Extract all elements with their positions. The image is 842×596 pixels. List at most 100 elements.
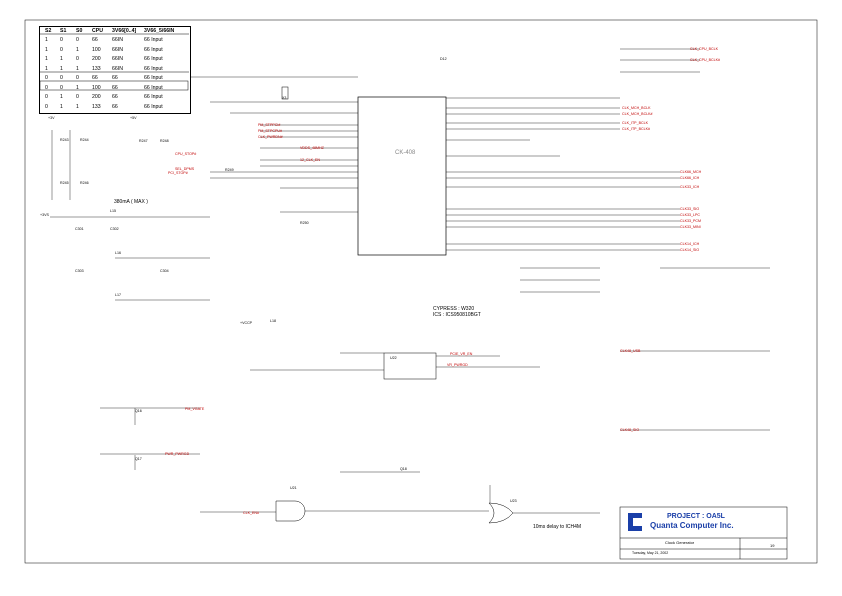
header-cpu: CPU [92,28,103,34]
sheet-number: 19 [770,543,775,548]
net-label: VR_PWRGD [447,363,468,367]
table-cell: 66 [112,75,118,81]
table-cell: 1 [76,46,79,53]
net-label: CLK_MCH_BCLK# [622,112,653,116]
net-label: PM_STPPCI# [258,123,281,127]
net-label: CLK33_SIO [680,207,700,211]
net-label: CLK_PWRDN# [258,135,283,139]
table-cell: 66IN [112,37,123,43]
net-label: CLK_CPU_BCLK [690,47,718,51]
table-cell: 66 [112,84,118,91]
part-ref: C302 [110,227,119,231]
voltage-label: +5V [130,116,137,120]
table-header-row: S2 S1 S0 CPU 3V66[0..4] 3V66_5/66IN [40,27,190,36]
table-cell: 66 Input [144,94,163,100]
table-cell: 0 [45,84,48,91]
voltage-label: +3VS [40,213,49,217]
part-ref: L17 [115,293,121,297]
company-name: Quanta Computer Inc. [650,521,734,530]
table-row: 0 0 1 100 66 66 Input [40,84,190,93]
net-label: CLK_CPU_BCLK# [690,58,720,62]
net-label: CLK33_PCM [680,219,701,223]
max-current-note: 380mA ( MAX ) [114,199,148,205]
table-cell: 66 Input [144,103,163,110]
table-cell: 66 Input [144,46,163,53]
part-ref: R243 [60,138,69,142]
net-label: CLK66_ICH [680,176,700,180]
table-cell: 0 [60,75,63,81]
table-cell: 1 [60,94,63,100]
sheet-date: Tuesday, May 21, 2002 [632,551,669,555]
table-cell: 66 Input [144,84,163,91]
part-ref: L16 [115,251,121,255]
table-cell: 66 Input [144,56,163,62]
part-ref: C304 [160,269,169,273]
header-s0: S0 [76,28,83,34]
table-cell: 0 [45,94,48,100]
net-label: SEL_DPMS [175,167,195,171]
table-cell: 0 [45,75,48,81]
table-cell: 66IN [112,46,123,53]
table-cell: 1 [76,84,79,91]
table-cell: 0 [60,84,63,91]
net-label: VDDS_48MHZ [300,146,324,150]
table-cell: 1 [60,56,63,62]
table-cell: 66 [112,94,118,100]
chip-vendor-line2: ICS : ICS950810BGT [433,312,481,318]
header-3v66: 3V66[0..4] [112,28,137,34]
net-label: CLK_EN# [243,511,259,515]
voltage-label: +VCCP [240,321,253,325]
table-cell: 100 [92,84,101,91]
part-ref: L18 [270,319,276,323]
net-label: CLK48_USB [620,349,641,353]
part-ref: Q17 [135,457,142,461]
net-label: 12_CLK_EN [300,158,320,162]
table-cell: 1 [45,46,48,53]
part-ref: R245 [60,181,69,185]
net-label: CLK33_ICH [680,185,700,189]
part-ref: C303 [75,269,84,273]
table-cell: 66IN [112,65,123,72]
part-ref: R250 [300,221,309,225]
delay-note: 10ms delay to ICH4M [533,524,582,530]
net-label: CLK33_LPC [680,213,700,217]
table-cell: 1 [45,56,48,62]
net-label: CLK_MCH_BCLK [622,106,651,110]
net-label: CLK33_MINI [680,225,701,229]
header-s2: S2 [45,28,52,34]
table-cell: 0 [60,37,63,43]
voltage-label: +3V [48,116,55,120]
part-ref: U22 [390,356,397,360]
header-3v66-5: 3V66_5/66IN [144,28,175,34]
part-ref: R248 [160,139,169,143]
table-cell: 100 [92,46,101,53]
net-label: PCIE_VR_EN [450,352,473,356]
table-row: 0 1 0 200 66 66 Input [40,93,190,102]
table-cell: 0 [76,56,79,62]
part-ref: Q18 [400,467,407,471]
table-cell: 133 [92,103,101,110]
table-cell: 66 [92,37,98,43]
net-label: PCI_STOP# [168,171,188,175]
part-ref: U21 [290,486,297,490]
table-cell: 1 [60,103,63,110]
part-ref: R249 [225,168,234,172]
table-cell: 1 [76,103,79,110]
net-label: PM_STPCPU# [258,129,282,133]
part-ref: C301 [75,227,84,231]
table-cell: 66 [112,103,118,110]
table-cell: 200 [92,94,101,100]
table-cell: 0 [76,94,79,100]
part-ref: R244 [80,138,89,142]
chip-vendor-line1: CYPRESS : W320 [433,306,475,312]
table-cell: 0 [76,37,79,43]
net-label: CLK14_SIO [680,248,700,252]
table-cell: 66IN [112,56,123,62]
net-label: PM_VGATE [185,407,205,411]
table-cell: 66 Input [144,65,163,72]
